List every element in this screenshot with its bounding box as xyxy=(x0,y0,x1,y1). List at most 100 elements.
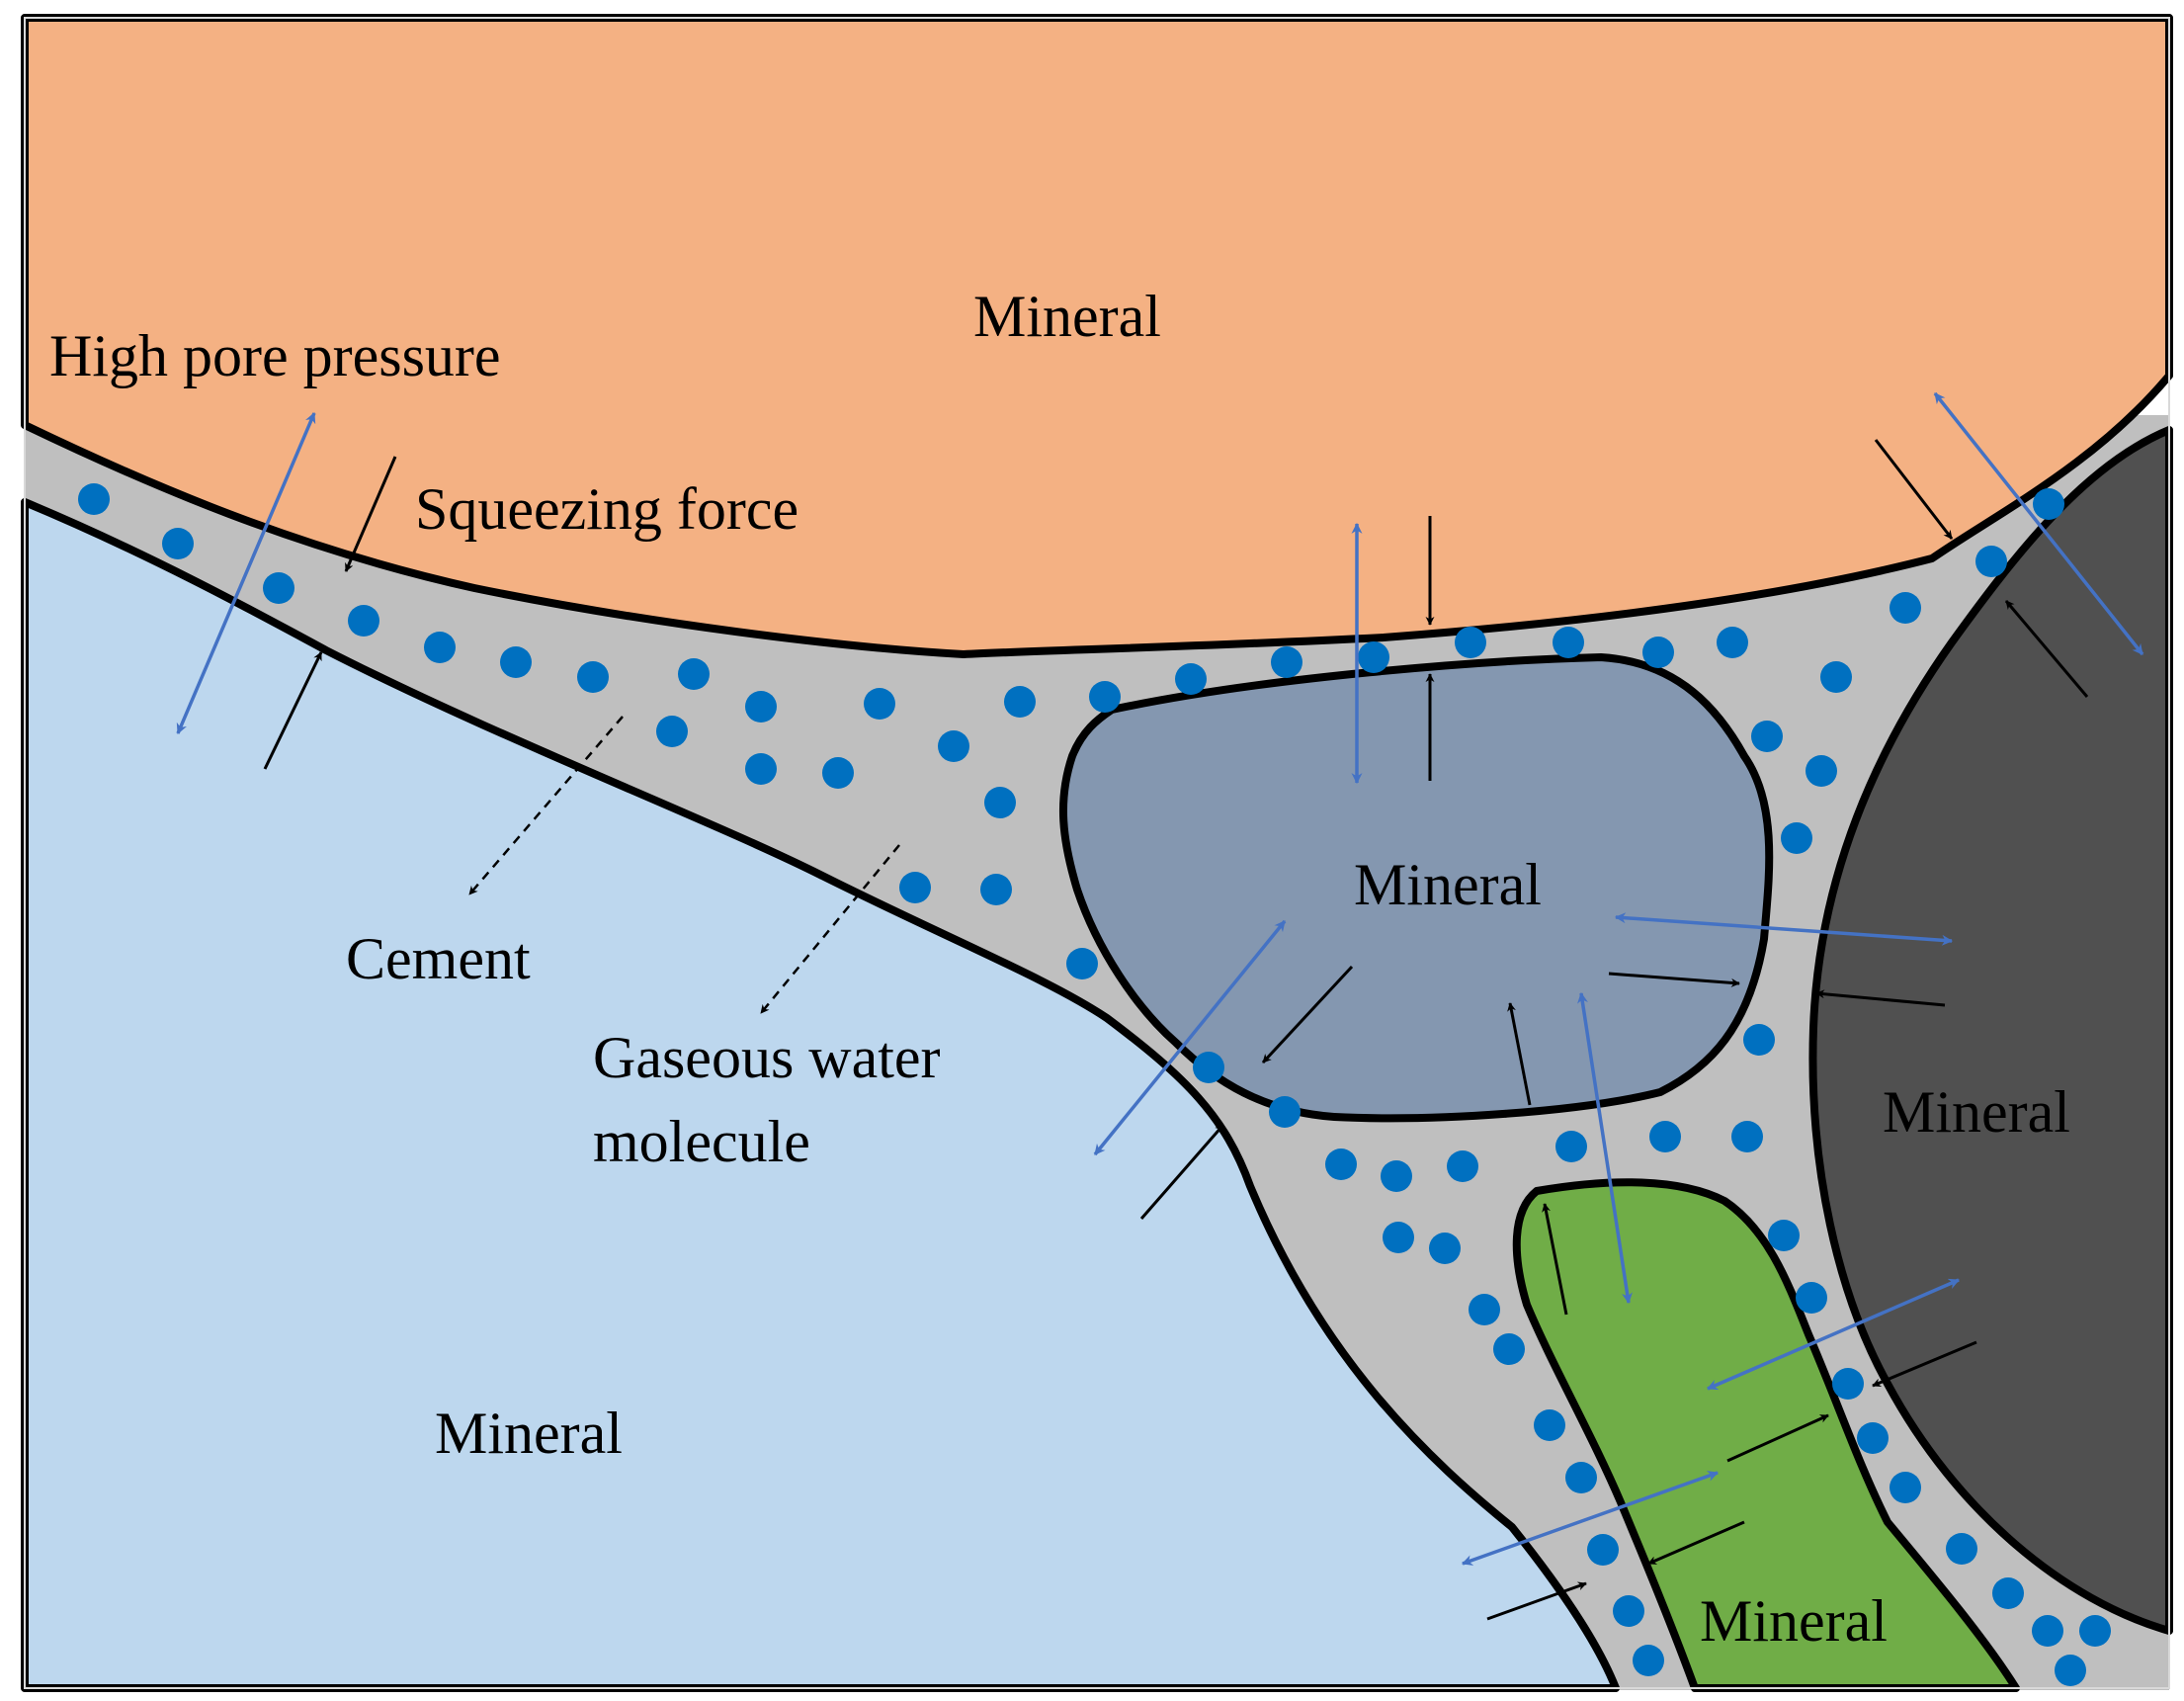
water-molecule-dot xyxy=(1381,1160,1412,1192)
water-molecule-dot xyxy=(1806,755,1837,787)
label-gaseous-water-1: Gaseous water xyxy=(593,1025,941,1090)
water-molecule-dot xyxy=(678,658,710,690)
water-molecule-dot xyxy=(1781,822,1812,854)
water-molecule-dot xyxy=(1455,627,1486,658)
water-molecule-dot xyxy=(2055,1655,2086,1686)
label-mineral-green: Mineral xyxy=(1700,1588,1888,1654)
water-molecule-dot xyxy=(745,753,777,785)
water-molecule-dot xyxy=(984,787,1016,818)
label-mineral-bottom-left: Mineral xyxy=(435,1401,623,1466)
water-molecule-dot xyxy=(1269,1096,1301,1128)
mineral-green-grain xyxy=(1512,1178,2020,1692)
water-molecule-dot xyxy=(822,757,854,789)
squeezing-force-arrow xyxy=(1486,1581,1587,1621)
water-molecule-dot xyxy=(1633,1645,1664,1676)
water-molecule-dot xyxy=(1975,546,2007,577)
squeezing-force-arrow xyxy=(1874,439,1954,540)
water-molecule-dot xyxy=(1383,1222,1414,1253)
water-molecule-dot xyxy=(1890,1472,1921,1503)
water-molecule-dot xyxy=(263,572,294,604)
water-molecule-dot xyxy=(1820,661,1852,693)
water-molecule-dot xyxy=(1751,721,1783,752)
squeezing-force-arrow xyxy=(2004,600,2089,698)
water-molecule-dot xyxy=(980,874,1012,905)
water-molecule-dot xyxy=(1565,1462,1597,1493)
squeezing-force-arrow xyxy=(1726,1413,1829,1463)
water-molecule-dot xyxy=(2032,1615,2063,1647)
pore-pressure-arrow xyxy=(1933,391,2144,656)
water-molecule-dot xyxy=(1857,1422,1889,1454)
squeezing-force-arrow xyxy=(1872,1340,1977,1388)
water-molecule-dot xyxy=(1890,592,1921,624)
water-molecule-dot xyxy=(1469,1294,1500,1325)
water-molecule-dot xyxy=(577,661,609,693)
water-molecule-dot xyxy=(1066,948,1098,979)
water-molecule-dot xyxy=(500,646,532,678)
water-molecule-dot xyxy=(1193,1052,1224,1083)
label-high-pore-pressure: High pore pressure xyxy=(49,323,501,388)
pore-pressure-arrow xyxy=(1577,991,1633,1305)
water-molecule-dot xyxy=(1796,1282,1827,1314)
water-molecule-dot xyxy=(1493,1333,1525,1365)
water-molecule-dot xyxy=(1992,1577,2024,1609)
water-molecule-dot xyxy=(162,528,194,559)
water-molecule-dot xyxy=(1534,1409,1565,1441)
water-molecule-dot xyxy=(1555,1131,1587,1162)
water-molecule-dot xyxy=(1358,641,1389,673)
squeezing-force-arrow xyxy=(1507,1002,1532,1106)
label-squeezing-force: Squeezing force xyxy=(415,476,798,542)
water-molecule-dot xyxy=(1271,646,1302,678)
water-molecule-dot xyxy=(1743,1024,1775,1056)
squeezing-force-arrow xyxy=(1139,1124,1225,1220)
water-molecule-dot xyxy=(1587,1534,1619,1566)
pore-pressure-arrows xyxy=(176,391,2144,1566)
squeezing-force-arrow xyxy=(1261,965,1354,1064)
squeezing-force-arrows xyxy=(263,439,2089,1621)
water-molecule-dot xyxy=(1004,686,1036,718)
label-cement: Cement xyxy=(346,926,531,991)
squeezing-force-arrow xyxy=(1815,989,1946,1007)
water-molecule-dot xyxy=(78,483,110,515)
water-molecule-dot xyxy=(2033,488,2064,520)
pore-pressure-arrow xyxy=(1093,919,1287,1156)
label-mineral-center: Mineral xyxy=(1354,852,1542,917)
water-molecule-dot xyxy=(1717,627,1748,658)
water-molecule-dot xyxy=(1447,1150,1478,1182)
water-molecule-leader-arrow xyxy=(760,844,900,1014)
water-molecule-dot xyxy=(1089,681,1121,713)
pore-pressure-arrow xyxy=(1706,1278,1961,1391)
water-molecule-dot xyxy=(1429,1233,1461,1264)
pore-pressure-arrow xyxy=(1614,912,1954,946)
squeezing-force-arrow xyxy=(1542,1203,1568,1316)
water-molecule-dot xyxy=(1642,637,1674,668)
squeezing-force-arrow xyxy=(263,651,323,770)
water-molecule-dot xyxy=(1175,663,1207,695)
water-molecule-dot xyxy=(1649,1121,1681,1152)
water-molecule-dot xyxy=(656,716,688,747)
diagram-frame xyxy=(24,17,2170,1689)
water-molecule-dot xyxy=(1553,627,1584,658)
cement-leader-arrow xyxy=(468,716,624,895)
water-molecule-dot xyxy=(745,691,777,723)
water-molecule-dot xyxy=(1946,1533,1977,1565)
water-molecule-dot xyxy=(1768,1220,1800,1251)
squeezing-force-arrow xyxy=(1647,1520,1745,1566)
squeezing-force-arrow xyxy=(344,456,397,572)
pore-pressure-arrow xyxy=(1461,1471,1720,1566)
water-molecule-dot xyxy=(1613,1595,1644,1627)
water-molecule-dot xyxy=(864,688,895,720)
water-molecule-dot xyxy=(424,632,456,663)
water-molecule-dot xyxy=(1731,1121,1763,1152)
water-molecule-dot xyxy=(2079,1615,2111,1647)
water-molecule-dot xyxy=(899,872,931,903)
squeezing-force-arrow xyxy=(1608,972,1740,987)
water-molecule-dot xyxy=(348,605,379,637)
label-mineral-right: Mineral xyxy=(1883,1079,2070,1145)
water-molecule-dot xyxy=(938,730,969,762)
label-gaseous-water-2: molecule xyxy=(593,1109,810,1174)
pore-pressure-arrow xyxy=(176,411,316,735)
water-molecule-dot xyxy=(1832,1368,1864,1400)
label-mineral-top: Mineral xyxy=(973,284,1161,349)
